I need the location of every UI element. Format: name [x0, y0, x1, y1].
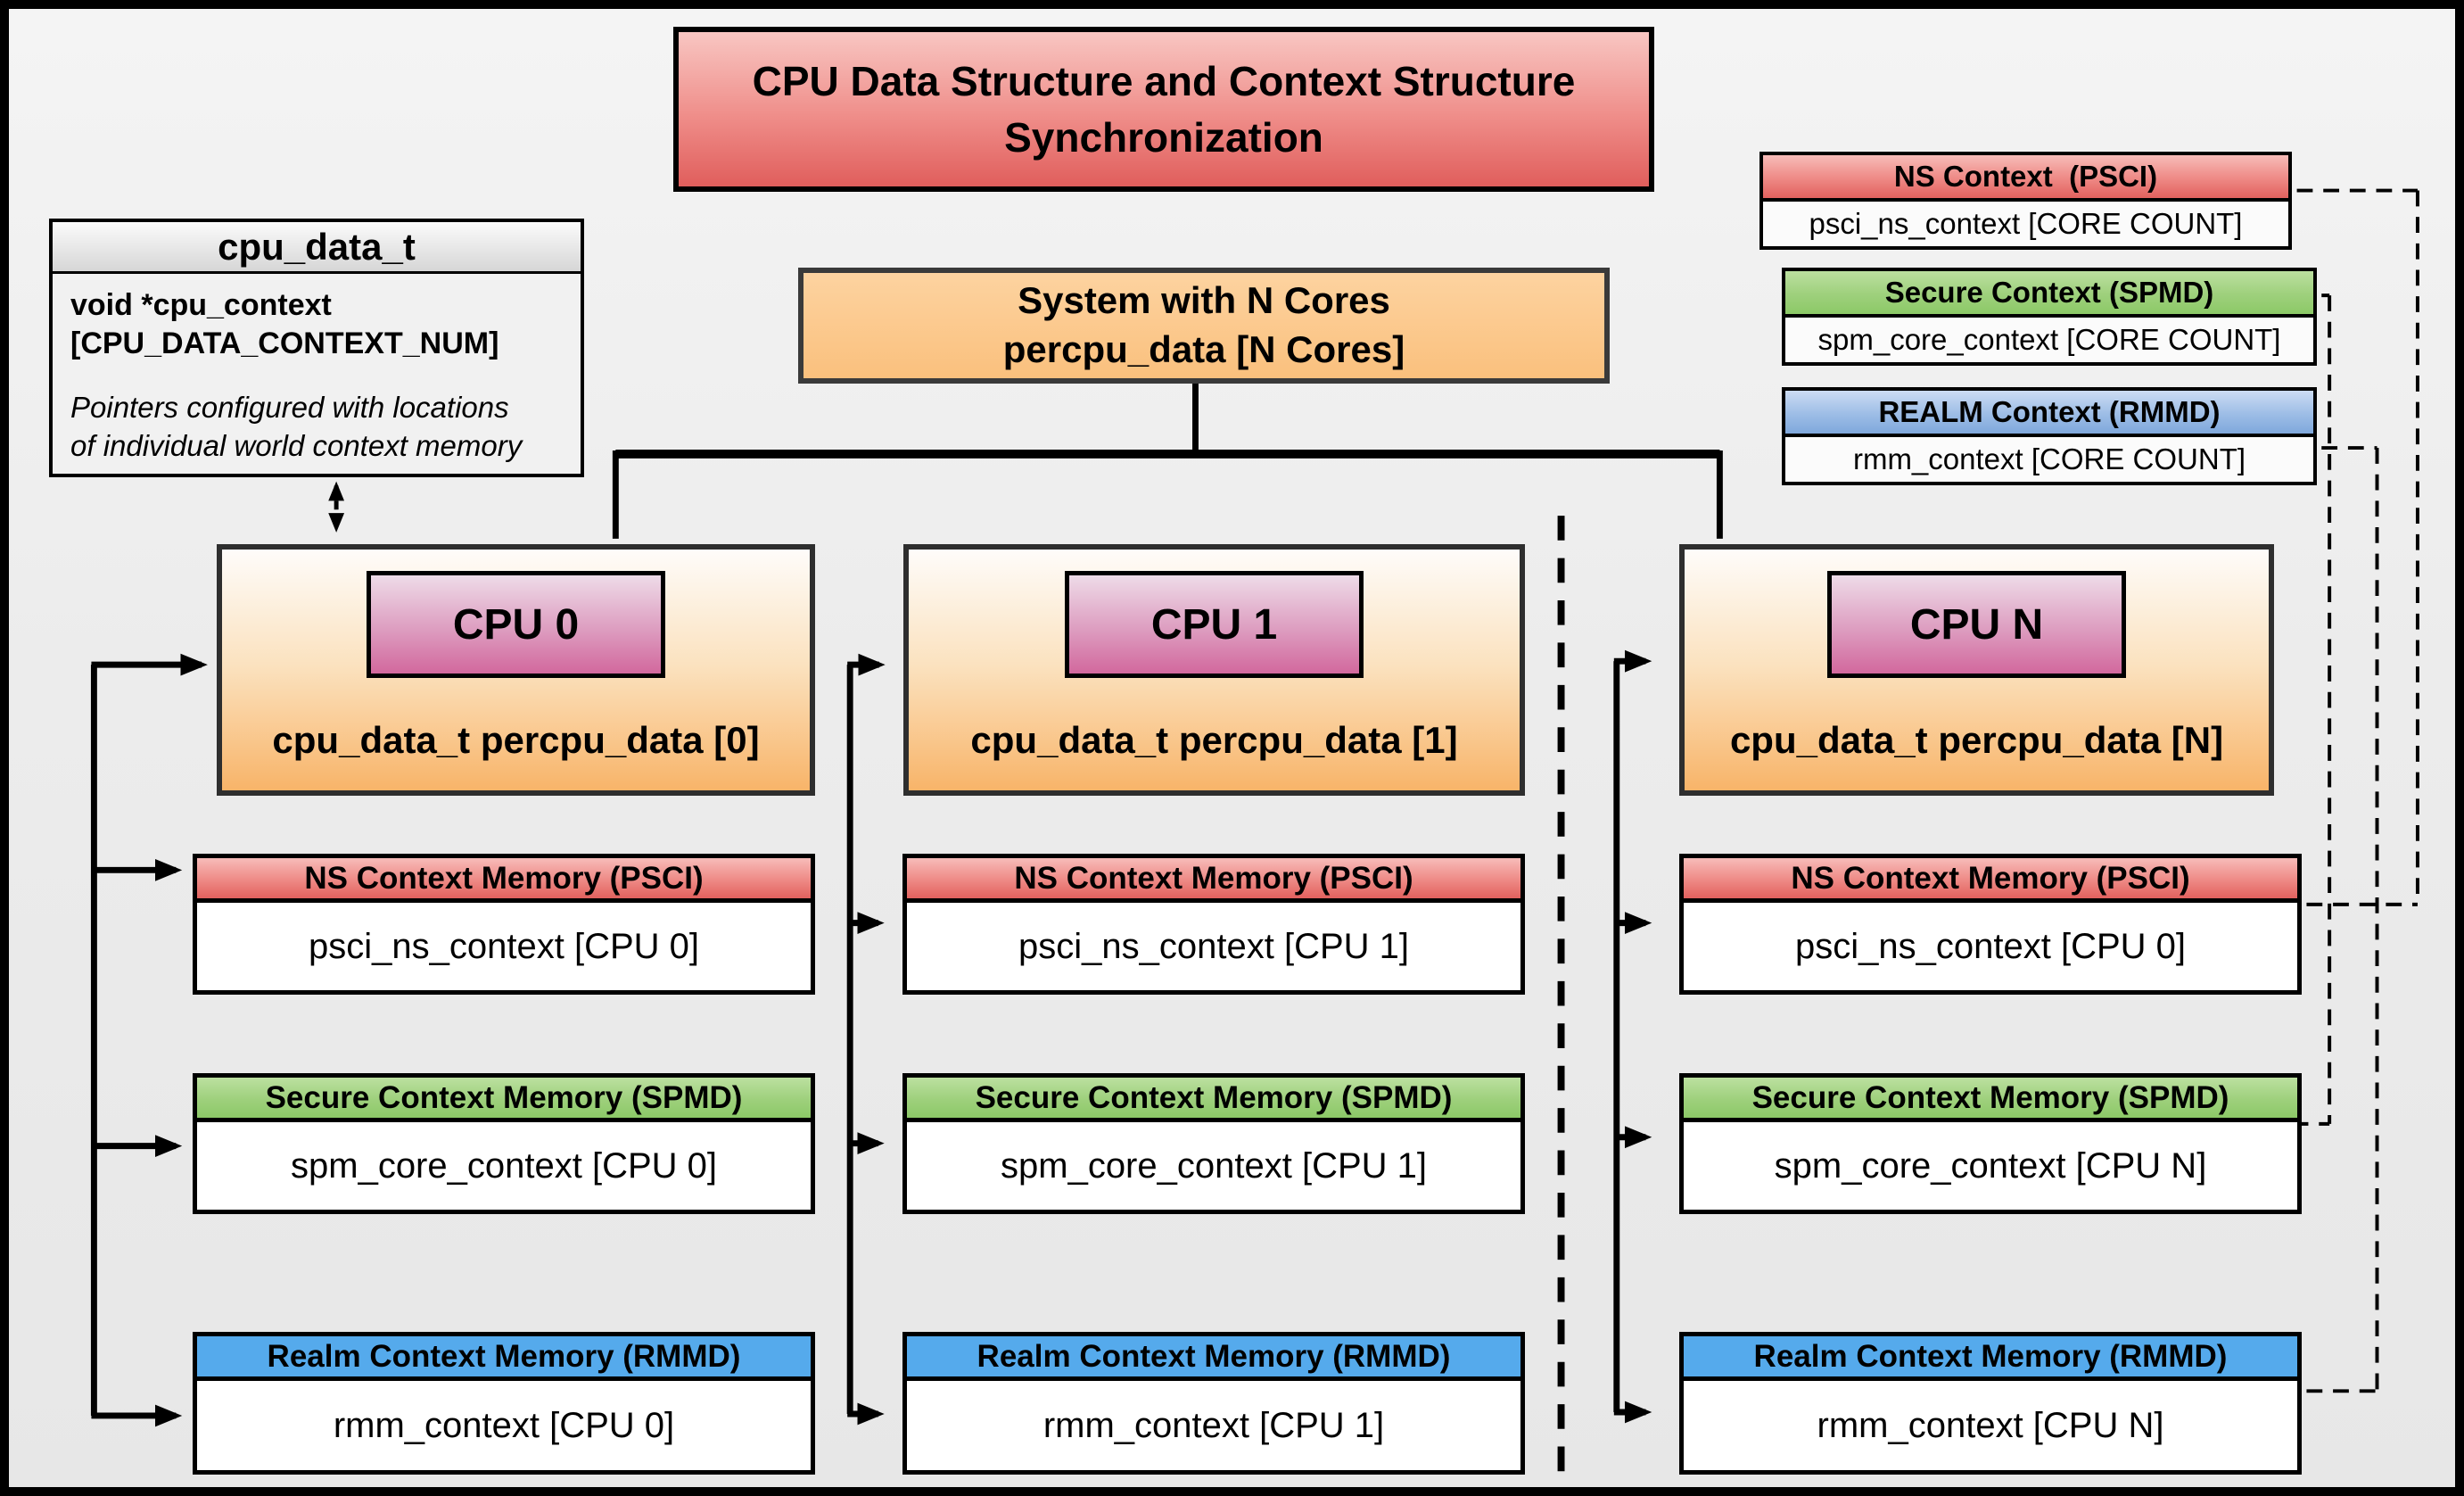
cpu1-realm-body: rmm_context [CPU 1] [907, 1381, 1520, 1470]
cpuN-box: CPU N cpu_data_t percpu_data [N] [1679, 544, 2274, 796]
cpu1-secure-body: spm_core_context [CPU 1] [907, 1122, 1520, 1210]
system-line1: System with N Cores [1018, 279, 1390, 322]
cpu1-realm-context-box: Realm Context Memory (RMMD) rmm_context … [902, 1332, 1525, 1475]
cpu-data-t-note-line2: of individual world context memory [70, 428, 523, 462]
cpu1-ns-context-box: NS Context Memory (PSCI) psci_ns_context… [902, 854, 1525, 995]
cpu0-ns-body: psci_ns_context [CPU 0] [197, 903, 811, 990]
diagram-title-line2: Synchronization [1004, 113, 1323, 161]
cpu1-percpu-data-label: cpu_data_t percpu_data [1] [970, 719, 1458, 761]
cpu0-percpu-data-label: cpu_data_t percpu_data [0] [272, 719, 760, 761]
legend-realm-context: REALM Context (RMMD) rmm_context [CORE C… [1782, 387, 2317, 485]
cpuN-ns-header: NS Context Memory (PSCI) [1684, 858, 2297, 903]
system-box: System with N Cores percpu_data [N Cores… [798, 268, 1610, 384]
legend-ns-body: psci_ns_context [CORE COUNT] [1763, 202, 2288, 246]
cpu0-realm-header: Realm Context Memory (RMMD) [197, 1336, 811, 1381]
connector-layer [90, 188, 2419, 1473]
legend-secure-body: spm_core_context [CORE COUNT] [1785, 318, 2313, 362]
cpu-data-t-header: cpu_data_t [53, 222, 581, 274]
cpu0-secure-body: spm_core_context [CPU 0] [197, 1122, 811, 1210]
legend-realm-header: REALM Context (RMMD) [1785, 391, 2313, 437]
diagram-title-line1: CPU Data Structure and Context Structure [752, 58, 1576, 105]
legend-secure-header: Secure Context (SPMD) [1785, 271, 2313, 318]
cpu-data-t-struct-box: cpu_data_t void *cpu_context [CPU_DATA_C… [49, 219, 584, 477]
cpuN-ns-context-box: NS Context Memory (PSCI) psci_ns_context… [1679, 854, 2302, 995]
cpuN-chip-label: CPU N [1827, 571, 2126, 678]
cpu0-secure-header: Secure Context Memory (SPMD) [197, 1078, 811, 1122]
cpu-data-t-field-line1: void *cpu_context [70, 288, 332, 322]
cpuN-realm-context-box: Realm Context Memory (RMMD) rmm_context … [1679, 1332, 2302, 1475]
legend-ns-context: NS Context (PSCI) psci_ns_context [CORE … [1759, 152, 2292, 250]
cpu1-ns-body: psci_ns_context [CPU 1] [907, 903, 1520, 990]
cpu1-secure-context-box: Secure Context Memory (SPMD) spm_core_co… [902, 1073, 1525, 1214]
cpuN-percpu-data-label: cpu_data_t percpu_data [N] [1729, 719, 2224, 761]
legend-ns-header: NS Context (PSCI) [1763, 155, 2288, 202]
cpu1-ns-header: NS Context Memory (PSCI) [907, 858, 1520, 903]
cpuN-realm-header: Realm Context Memory (RMMD) [1684, 1336, 2297, 1381]
cpu-data-t-field-line2: [CPU_DATA_CONTEXT_NUM] [70, 326, 499, 360]
cpu0-chip-label: CPU 0 [367, 571, 665, 678]
cpu1-chip-label: CPU 1 [1065, 571, 1364, 678]
cpuN-secure-body: spm_core_context [CPU N] [1684, 1122, 2297, 1210]
cpu-data-t-body: void *cpu_context [CPU_DATA_CONTEXT_NUM]… [53, 274, 581, 466]
cpuN-realm-body: rmm_context [CPU N] [1684, 1381, 2297, 1470]
legend-realm-body: rmm_context [CORE COUNT] [1785, 437, 2313, 482]
system-line2: percpu_data [N Cores] [1002, 328, 1405, 370]
cpuN-secure-context-box: Secure Context Memory (SPMD) spm_core_co… [1679, 1073, 2302, 1214]
cpu1-realm-header: Realm Context Memory (RMMD) [907, 1336, 1520, 1381]
cpuN-ns-body: psci_ns_context [CPU 0] [1684, 903, 2297, 990]
legend-secure-context: Secure Context (SPMD) spm_core_context [… [1782, 268, 2317, 366]
cpu0-secure-context-box: Secure Context Memory (SPMD) spm_core_co… [193, 1073, 815, 1214]
cpu0-realm-body: rmm_context [CPU 0] [197, 1381, 811, 1470]
cpu0-box: CPU 0 cpu_data_t percpu_data [0] [217, 544, 815, 796]
diagram-title: CPU Data Structure and Context Structure… [673, 27, 1654, 192]
cpu-data-t-note-line1: Pointers configured with locations [70, 391, 509, 424]
cpuN-secure-header: Secure Context Memory (SPMD) [1684, 1078, 2297, 1122]
cpu0-ns-header: NS Context Memory (PSCI) [197, 858, 811, 903]
cpu0-realm-context-box: Realm Context Memory (RMMD) rmm_context … [193, 1332, 815, 1475]
cpu1-secure-header: Secure Context Memory (SPMD) [907, 1078, 1520, 1122]
cpu1-box: CPU 1 cpu_data_t percpu_data [1] [903, 544, 1525, 796]
cpu0-ns-context-box: NS Context Memory (PSCI) psci_ns_context… [193, 854, 815, 995]
